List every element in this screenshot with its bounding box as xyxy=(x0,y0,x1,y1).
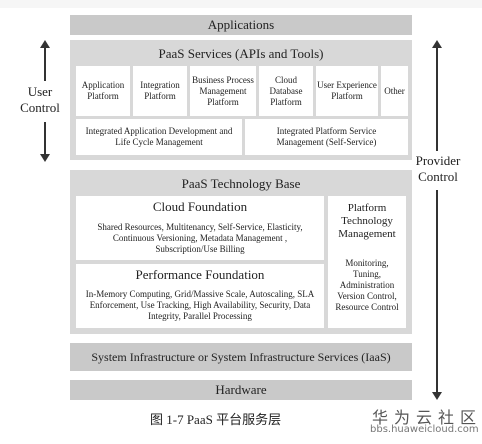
arrow-down-icon xyxy=(40,154,50,162)
integrated-dev-lifecycle-box: Integrated Application Development and L… xyxy=(76,119,242,155)
iaas-layer: System Infrastructure or System Infrastr… xyxy=(70,343,412,371)
bpm-platform-box: Business Process Management Platform xyxy=(190,66,256,116)
cloud-foundation-box: Cloud Foundation Shared Resources, Multi… xyxy=(76,196,324,260)
cloud-foundation-title: Cloud Foundation xyxy=(152,199,248,214)
top-text-strip xyxy=(0,0,482,8)
watermark-url: bbs.huaweicloud.com xyxy=(370,424,479,435)
cloud-foundation-body: Shared Resources, Multitenancy, Self-Ser… xyxy=(97,221,303,254)
user-experience-platform-box: User Experience Platform xyxy=(316,66,378,116)
arrow-shaft-lower xyxy=(436,190,438,392)
platform-tech-mgmt-body: Monitoring, Tuning, Administration Versi… xyxy=(335,257,399,312)
performance-foundation-body: In-Memory Computing, Grid/Massive Scale,… xyxy=(85,288,315,321)
figure-caption: 图 1-7 PaaS 平台服务层 xyxy=(150,412,282,427)
arrow-shaft-upper xyxy=(44,47,46,81)
arrow-down-icon xyxy=(432,392,442,400)
performance-foundation-box: Performance Foundation In-Memory Computi… xyxy=(76,264,324,328)
arrow-shaft-upper xyxy=(436,47,438,151)
other-box: Other xyxy=(381,66,408,116)
applications-layer: Applications xyxy=(70,15,412,35)
paas-technology-base-panel: PaaS Technology Base Cloud Foundation Sh… xyxy=(70,170,412,334)
provider-control-arrow xyxy=(422,40,452,400)
integration-platform-box: Integration Platform xyxy=(133,66,187,116)
arrow-up-icon xyxy=(432,40,442,48)
cloud-database-platform-box: Cloud Database Platform xyxy=(259,66,313,116)
application-platform-box: Application Platform xyxy=(76,66,130,116)
paas-services-title: PaaS Services (APIs and Tools) xyxy=(158,46,324,61)
platform-tech-mgmt-box: Platform Technology Management Monitorin… xyxy=(328,196,406,328)
performance-foundation-title: Performance Foundation xyxy=(135,267,265,282)
user-control-label: User Control xyxy=(20,84,60,115)
paas-services-panel: PaaS Services (APIs and Tools) Applicati… xyxy=(70,40,412,160)
provider-control-label: Provider Control xyxy=(415,153,461,184)
integrated-service-mgmt-box: Integrated Platform Service Management (… xyxy=(245,119,408,155)
technology-base-title: PaaS Technology Base xyxy=(181,176,301,191)
hardware-layer: Hardware xyxy=(70,380,412,400)
watermark-title: 华为云社区 xyxy=(372,408,482,427)
user-control-arrow xyxy=(30,40,60,162)
platform-tech-mgmt-title: Platform Technology Management xyxy=(338,201,396,240)
arrow-shaft-lower xyxy=(44,122,46,154)
arrow-up-icon xyxy=(40,40,50,48)
